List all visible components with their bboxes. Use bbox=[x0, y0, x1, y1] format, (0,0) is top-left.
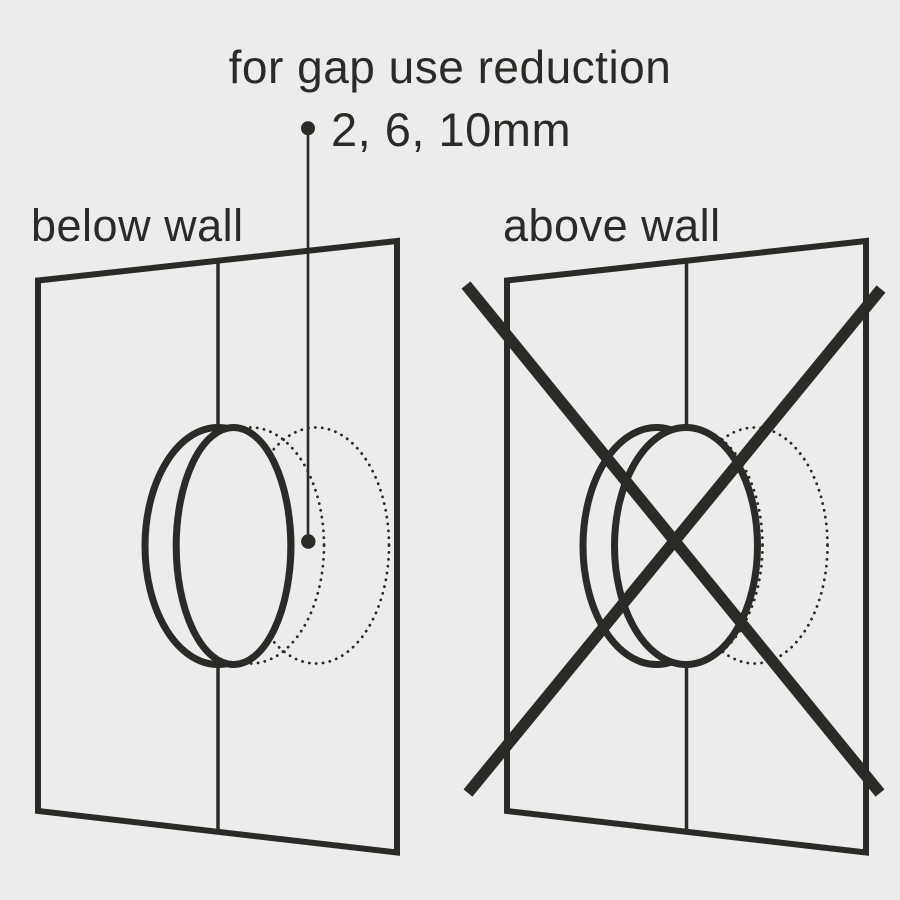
above-wall-diagram bbox=[461, 237, 886, 856]
gap-annotation bbox=[301, 121, 316, 549]
above-wall-label: above wall bbox=[503, 200, 721, 251]
instruction-title: for gap use reduction bbox=[228, 41, 672, 93]
prohibition-cross-icon bbox=[461, 281, 886, 797]
wall-plate-outline bbox=[504, 237, 869, 856]
leader-bullet-icon bbox=[301, 121, 315, 136]
below-wall-label: below wall bbox=[31, 200, 244, 251]
wall-plate-outline bbox=[35, 237, 400, 856]
below-wall-diagram bbox=[35, 237, 400, 856]
reduction-sizes-label: 2, 6, 10mm bbox=[331, 103, 572, 156]
cross-stroke-bltr bbox=[463, 285, 886, 797]
leader-target-dot-icon bbox=[301, 534, 316, 549]
knob-front-ellipse bbox=[172, 424, 295, 668]
